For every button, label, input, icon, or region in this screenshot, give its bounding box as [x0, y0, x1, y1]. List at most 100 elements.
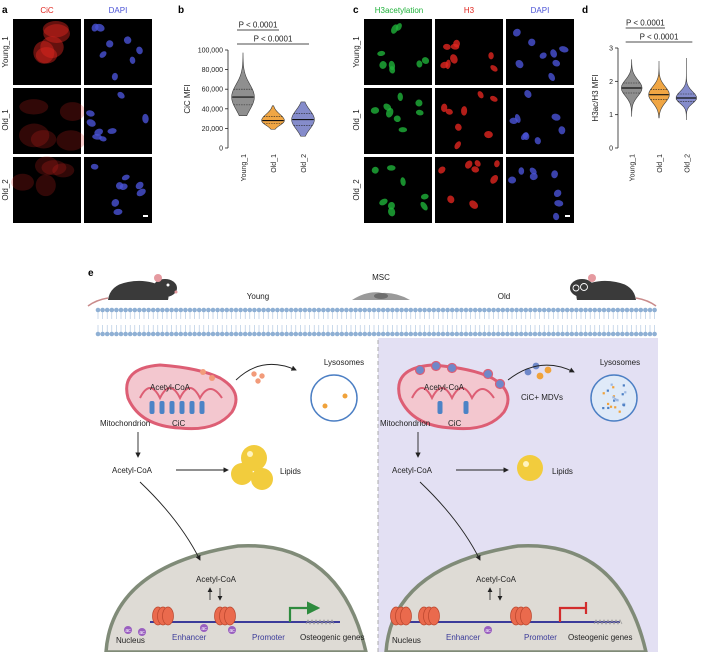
young-mouse-icon: [87, 274, 178, 307]
x-tick-label-Old_2: Old_2: [684, 154, 691, 173]
right-cic-label: CiC: [448, 419, 462, 428]
x-tick-label-Old_1: Old_1: [657, 154, 664, 173]
left-mito-dot-2: [209, 375, 215, 381]
y-tick-label: 20,000: [202, 126, 224, 133]
left-lysosomes-label: Lysosomes: [324, 358, 364, 367]
svg-text:ac: ac: [139, 630, 145, 636]
y-axis-label: CiC MFI: [183, 84, 192, 113]
left-lysosome-icon: [310, 374, 358, 422]
left-mitochondrion-label: Mitochondrion: [100, 419, 150, 428]
y-tick-label: 3: [609, 46, 613, 53]
x-tick-label-Old_1: Old_1: [271, 154, 278, 173]
right-acetyl-nuc: Acetyl-CoA: [476, 575, 517, 584]
left-green-arrow: [288, 601, 321, 622]
svg-text:ac: ac: [485, 628, 491, 634]
panel-a-header-cic: CiC: [40, 6, 54, 15]
left-free-dot-3: [255, 378, 261, 384]
left-curved-arrow-lyso: [235, 363, 297, 381]
micrograph-grid-a-r1-c0: [13, 88, 86, 154]
right-red-block: [558, 602, 588, 622]
right-lipid-droplet-icon: [517, 455, 543, 481]
right-genes-label: Osteogenic genes: [568, 633, 633, 642]
micrograph-grid-c-r2-c0: [364, 157, 432, 223]
panel-c-row-young1: Young_1: [352, 36, 361, 68]
micrograph-grid-c-r1-c2: [506, 88, 574, 154]
y-tick-label: 1: [609, 112, 613, 119]
old-label: Old: [498, 292, 510, 301]
left-promoter-label: Promoter: [252, 633, 285, 642]
left-free-dot-2: [259, 373, 265, 379]
significance-label: P < 0.0001: [239, 21, 278, 30]
msc-cell-icon: [352, 292, 410, 300]
right-curved-arrow-lyso: [507, 364, 575, 381]
y-tick-label: 40,000: [202, 106, 224, 113]
right-arrow-into-nucleus: [419, 481, 481, 561]
significance-label: P < 0.0001: [626, 19, 665, 28]
left-lipid-droplets-icon: [231, 445, 273, 490]
panel-c-label: c: [353, 5, 359, 16]
right-mdvs-label: CiC+ MDVs: [521, 393, 563, 402]
right-gene-track-icon: [593, 619, 623, 625]
left-acetyl-mito: Acetyl-CoA: [150, 383, 191, 392]
micrograph-grid-c-r1-c1: [435, 88, 503, 154]
panel-a-row-young1: Young_1: [1, 36, 10, 68]
significance-label: P < 0.0001: [640, 33, 679, 42]
left-genes-label: Osteogenic genes: [300, 633, 365, 642]
right-nucleosomes: ac: [390, 606, 532, 634]
svg-text:ac: ac: [229, 628, 235, 634]
scale-bar: [143, 215, 148, 217]
y-tick-label: 0: [219, 146, 223, 153]
old-mouse-icon: [570, 274, 657, 307]
micrograph-grid-c-r0-c2: [506, 19, 574, 85]
right-lysosome-icon: [590, 374, 638, 422]
panel-c-row-old2: Old_2: [352, 179, 361, 201]
right-enhancer-label: Enhancer: [446, 633, 481, 642]
cell-membrane: [95, 307, 657, 337]
y-tick-label: 2: [609, 79, 613, 86]
panel-a-row-old1: Old_1: [1, 109, 10, 131]
y-axis-label: H3ac/H3 MFI: [591, 74, 600, 121]
left-nucleus-label: Nucleus: [116, 636, 145, 645]
left-cic-label: CiC: [172, 419, 186, 428]
micrograph-grid-a-r2-c0: [11, 156, 81, 223]
violin-Old_1: [261, 105, 285, 130]
left-cic-carriers: [149, 401, 205, 414]
panel-a-image-grid: [11, 19, 152, 223]
young-label: Young: [247, 292, 269, 301]
right-lysosomes-label: Lysosomes: [600, 358, 640, 367]
panel-e-label: e: [88, 268, 94, 279]
violin-Young_1: [231, 52, 255, 116]
significance-label: P < 0.0001: [254, 35, 293, 44]
micrograph-grid-c-r2-c2: [506, 157, 574, 223]
panel-c-header-h3: H3: [464, 6, 475, 15]
panel-a-label: a: [2, 5, 8, 16]
right-mitochondrion-icon: [397, 363, 510, 431]
left-mito-dot-1: [200, 369, 206, 375]
left-free-dot-1: [251, 371, 257, 377]
left-lipids-label: Lipids: [280, 467, 301, 476]
micrograph-grid-c-r0-c1: [435, 19, 503, 85]
micrograph-grid-a-r0-c1: [84, 19, 152, 85]
right-promoter-label: Promoter: [524, 633, 557, 642]
panel-a-header-dapi: DAPI: [109, 6, 128, 15]
right-lipids-label: Lipids: [552, 467, 573, 476]
y-tick-label: 60,000: [202, 87, 224, 94]
panel-c-row-old1: Old_1: [352, 109, 361, 131]
left-arrow-into-nucleus: [139, 481, 201, 561]
micrograph-grid-c-r0-c0: [364, 19, 432, 85]
left-acetyl-cyto: Acetyl-CoA: [112, 466, 153, 475]
left-gene-track-icon: [305, 619, 335, 625]
micrograph-grid-a-r2-c1: [84, 157, 152, 223]
right-nucleus-label: Nucleus: [392, 636, 421, 645]
right-acetyl-mito: Acetyl-CoA: [424, 383, 465, 392]
micrograph-grid-a-r0-c0: [13, 19, 81, 85]
x-tick-label-Old_2: Old_2: [301, 154, 308, 173]
right-nucleus-shape: [384, 543, 648, 652]
y-tick-label: 80,000: [202, 67, 224, 74]
panel-d-label: d: [582, 5, 588, 16]
panel-c-header-h3ac: H3acetylation: [375, 6, 423, 15]
violin-Old_2: [675, 58, 697, 120]
